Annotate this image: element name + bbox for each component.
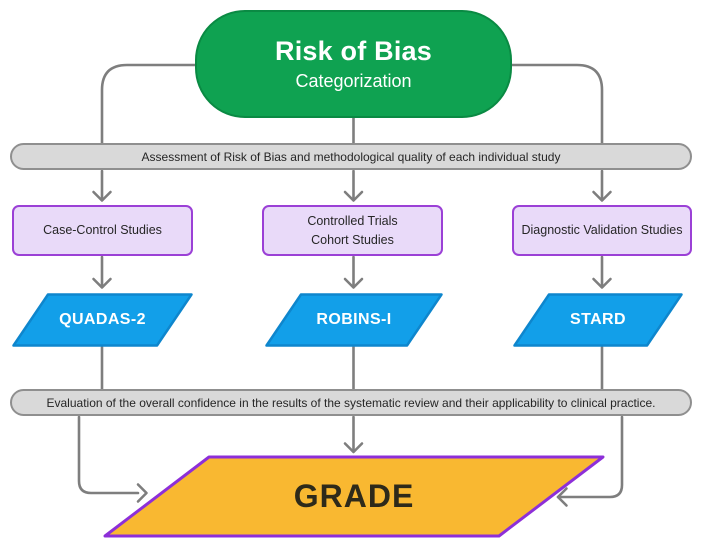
tool-label: QUADAS-2 [59,311,146,328]
arrowhead-tool1 [92,277,112,289]
arrowhead-category3 [592,190,612,202]
tool-label: ROBINS-I [316,311,392,328]
edge-root-bar1-left [100,63,198,146]
arrowhead-category2 [343,190,364,202]
grade-parallelogram-shape [103,455,605,538]
tool-label: STARD [570,311,626,328]
category-box-controlled-cohort: Controlled Trials Cohort Studies [262,205,443,256]
category-label: Diagnostic Validation Studies [521,223,683,238]
assessment-bar-text: Assessment of Risk of Bias and methodolo… [141,149,561,164]
arrowhead-tool2 [343,277,364,289]
tool-node-stard: STARD [513,293,683,347]
evaluation-bar: Evaluation of the overall confidence in … [10,389,692,416]
grade-node: GRADE [103,455,605,538]
edge-bar2-grade-left [77,415,140,495]
parallelogram-shape [265,293,443,347]
parallelogram-shape [513,293,683,347]
arrowhead-tool3 [592,277,612,289]
edge-root-bar1-right [509,63,604,146]
edge-bar2-grade-right [556,415,624,499]
root-title: Risk of Bias [275,36,432,66]
tool-node-robins-i: ROBINS-I [265,293,443,347]
category-label: Controlled Trials Cohort Studies [307,214,398,247]
category-label: Case-Control Studies [43,223,162,238]
root-subtitle: Categorization [295,71,412,91]
category-box-diagnostic-validation: Diagnostic Validation Studies [512,205,692,256]
risk-of-bias-node: Risk of Bias Categorization [195,10,512,118]
assessment-bar: Assessment of Risk of Bias and methodolo… [10,143,692,170]
arrowhead-category1 [92,190,112,202]
grade-label: GRADE [293,478,415,514]
evaluation-bar-text: Evaluation of the overall confidence in … [46,395,656,410]
category-box-case-control: Case-Control Studies [12,205,193,256]
parallelogram-shape [12,293,193,347]
arrowhead-grade-right [556,487,568,507]
arrowhead-grade-center [343,442,364,454]
tool-node-quadas2: QUADAS-2 [12,293,193,347]
arrowhead-grade-left [136,483,148,503]
